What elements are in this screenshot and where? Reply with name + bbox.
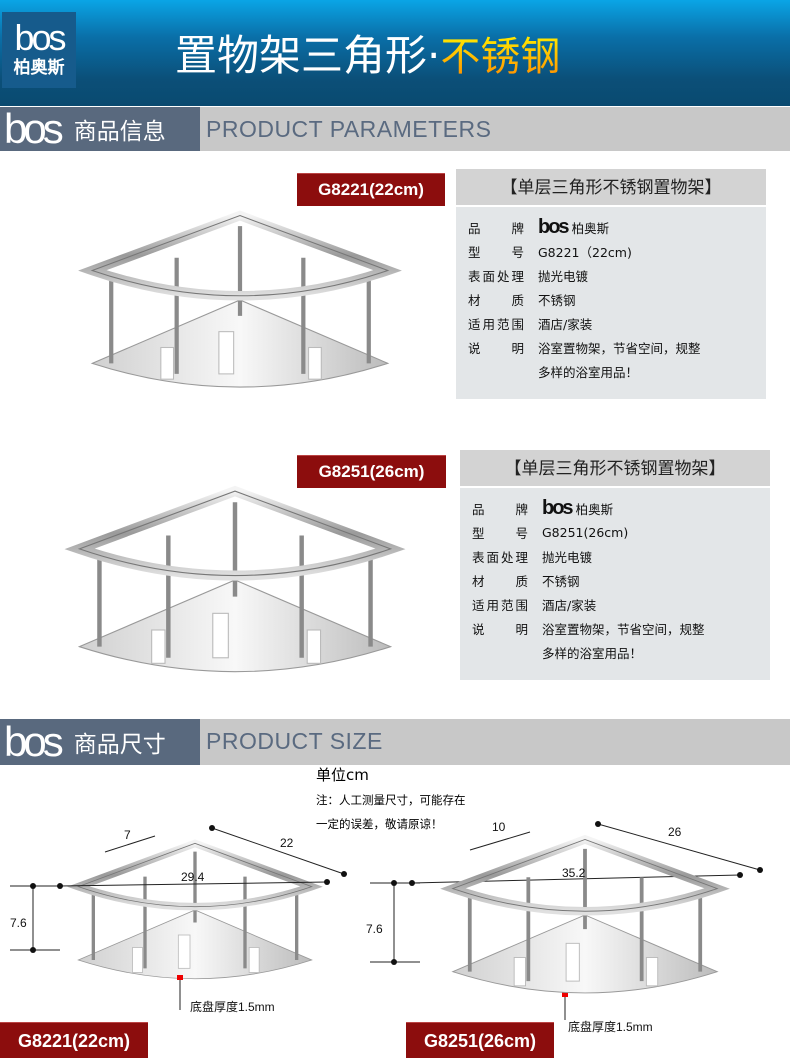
depth-label: 10 [492, 820, 506, 834]
spec-value: 不锈钢 [542, 571, 580, 590]
section-logo: bos [4, 718, 64, 765]
measurement-note: 一定的误差，敬请原谅！ [316, 817, 443, 831]
spec-value: G8221（22cm) [538, 242, 632, 261]
spec-key: 品牌 [472, 501, 528, 517]
base-thickness-label: 底盘厚度1.5mm [568, 1020, 653, 1034]
dimension-drawing-g8251 [400, 830, 770, 1000]
product-tag: G8251(26cm) [406, 1022, 554, 1058]
spec-key: 材质 [468, 292, 524, 308]
spec-panel-title: 【单层三角形不锈钢置物架】 [460, 450, 770, 488]
section-title-cn: 商品尺寸 [73, 732, 166, 758]
spec-value-text: 浴室置物架，节省空间，规整 [542, 621, 705, 637]
spec-key: 品牌 [468, 220, 524, 236]
spec-row: 说明浴室置物架，节省空间，规整 [472, 616, 770, 640]
spec-value: G8251(26cm) [542, 525, 628, 540]
product-tag: G8221(22cm) [0, 1022, 148, 1058]
spec-value-text: 浴室置物架，节省空间，规整 [538, 340, 701, 356]
section-header-params: bos 商品信息 PRODUCT PARAMETERS [0, 107, 790, 151]
spec-value-text: 柏奥斯 [571, 220, 610, 236]
logo-cn: 柏奥斯 [13, 58, 65, 78]
base-thickness-label: 底盘厚度1.5mm [190, 1000, 275, 1014]
spec-value-text: 不锈钢 [542, 573, 580, 589]
spec-value-text: 柏奥斯 [575, 501, 614, 517]
spec-value-text: 抛光电镀 [538, 268, 589, 284]
product-image-g8221 [25, 205, 455, 395]
spec-key: 适用范围 [472, 597, 528, 613]
spec-key: 材质 [472, 573, 528, 589]
brand-logo-small: bos [538, 215, 570, 238]
depth-label: 7 [124, 828, 131, 842]
spec-value-continued: 多样的浴室用品！ [542, 645, 643, 661]
dimension-lines [10, 821, 763, 1020]
spec-key: 说明 [472, 621, 528, 637]
spec-value: 抛光电镀 [538, 266, 588, 285]
spec-value-text: 酒店/家装 [542, 597, 597, 613]
header-banner: bos 柏奥斯 置物架三角形·不锈钢 [0, 0, 790, 106]
spec-value-continued: 多样的浴室用品！ [538, 364, 639, 380]
section-logo: bos [4, 105, 64, 152]
side-label: 26 [668, 825, 682, 839]
brand-logo: bos 柏奥斯 [2, 12, 76, 88]
product-tag: G8221(22cm) [297, 173, 445, 206]
height-label: 7.6 [10, 916, 27, 930]
section-title-en: PRODUCT PARAMETERS [206, 116, 492, 142]
side-label: 22 [280, 836, 294, 850]
spec-row: 适用范围酒店/家装 [472, 592, 770, 616]
spec-value: 抛光电镀 [542, 547, 592, 566]
spec-key: 型号 [472, 525, 528, 541]
spec-row: 型号 G8251(26cm) [472, 520, 770, 544]
spec-row: 适用范围酒店/家装 [468, 311, 766, 335]
spec-value-text: G8221（22cm) [538, 244, 632, 260]
spec-value: 酒店/家装 [542, 595, 596, 614]
spec-key: 表面处理 [468, 268, 524, 284]
spec-value-text: 酒店/家装 [538, 316, 593, 332]
height-label: 7.6 [366, 922, 383, 936]
logo-mark: bos [14, 17, 66, 58]
spec-row: 表面处理抛光电镀 [468, 263, 766, 287]
spec-row: 说明浴室置物架，节省空间，规整 [468, 335, 766, 359]
product-tag: G8251(26cm) [297, 455, 446, 488]
spec-value-text: 抛光电镀 [542, 549, 593, 565]
spec-row: 表面处理抛光电镀 [472, 544, 770, 568]
spec-row: 材质不锈钢 [468, 287, 766, 311]
measurement-note: 注：人工测量尺寸，可能存在 [316, 793, 466, 807]
unit-label: 单位cm [316, 766, 369, 784]
diagonal-label: 29.4 [181, 870, 205, 884]
brand-logo-small: bos [542, 496, 574, 519]
section-title-en: PRODUCT SIZE [206, 728, 383, 754]
spec-key: 说明 [468, 340, 524, 356]
title-main: 置物架三角形· [175, 31, 441, 80]
product-image-g8251 [5, 480, 465, 680]
spec-panel-title: 【单层三角形不锈钢置物架】 [456, 169, 766, 207]
spec-key: 适用范围 [468, 316, 524, 332]
page-title: 置物架三角形·不锈钢 [175, 22, 560, 83]
spec-value: 浴室置物架，节省空间，规整 [542, 619, 705, 638]
spec-value-text: G8251(26cm) [542, 524, 629, 540]
spec-value: 不锈钢 [538, 290, 576, 309]
spec-value: 浴室置物架，节省空间，规整 [538, 338, 701, 357]
section-header-size: bos 商品尺寸 PRODUCT SIZE [0, 719, 790, 765]
section-title-cn: 商品信息 [73, 119, 166, 145]
spec-value: 酒店/家装 [538, 314, 592, 333]
spec-row: 材质不锈钢 [472, 568, 770, 592]
title-highlight: 不锈钢 [440, 34, 561, 80]
spec-key: 表面处理 [472, 549, 528, 565]
spec-key: 型号 [468, 244, 524, 260]
spec-value-text: 不锈钢 [538, 292, 576, 308]
diagonal-label: 35.2 [562, 866, 586, 880]
spec-row: 型号 G8221（22cm) [468, 239, 766, 263]
